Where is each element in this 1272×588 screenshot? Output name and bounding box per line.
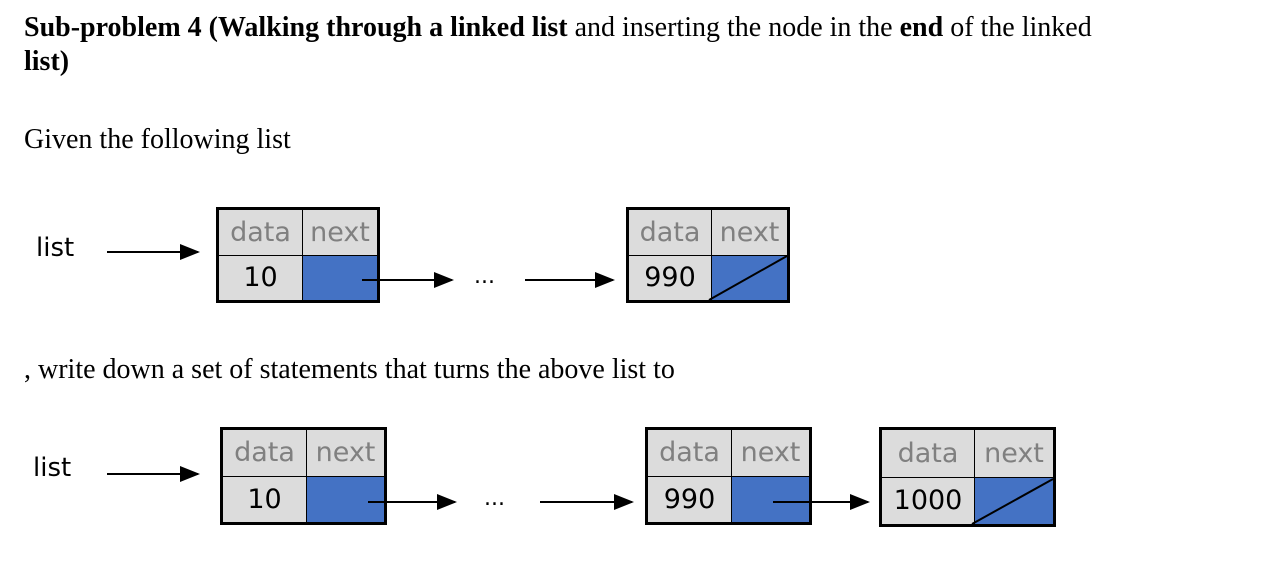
- header-next: next: [732, 430, 809, 476]
- node: data next 10: [220, 427, 387, 525]
- node-value: 1000: [882, 477, 974, 524]
- header-data: data: [223, 430, 306, 476]
- node-value: 990: [648, 476, 731, 522]
- heading: Sub-problem 4 (Walking through a linked …: [24, 12, 1092, 44]
- header-next: next: [975, 430, 1053, 477]
- ellipsis: ...: [484, 486, 505, 511]
- given-text: Given the following list: [24, 124, 291, 155]
- node: data next 990: [645, 427, 812, 525]
- next-pointer: [307, 476, 384, 522]
- node: data next 10: [216, 207, 380, 303]
- node-value: 990: [629, 255, 711, 300]
- header-data: data: [882, 430, 974, 477]
- node-value: 10: [223, 476, 306, 522]
- null-slash: [971, 478, 1054, 525]
- heading-bold: end: [899, 12, 944, 43]
- node: data next 990: [626, 207, 790, 303]
- header-next: next: [303, 210, 377, 255]
- ellipsis: ...: [474, 264, 495, 289]
- header-next: next: [307, 430, 384, 476]
- write-text: , write down a set of statements that tu…: [24, 354, 675, 385]
- header-data: data: [629, 210, 711, 255]
- node-value: 10: [219, 255, 302, 300]
- header-data: data: [219, 210, 302, 255]
- next-pointer: [732, 476, 809, 522]
- node: data next 1000: [879, 427, 1056, 527]
- heading-part: of the linked: [943, 12, 1092, 43]
- null-slash: [708, 255, 788, 301]
- next-pointer: [303, 255, 377, 300]
- list-label: list: [36, 233, 75, 263]
- heading-line2: list): [24, 46, 70, 77]
- heading-part: Sub-problem 4 (: [24, 12, 218, 43]
- heading-part: and inserting the node in the: [567, 12, 900, 43]
- header-next: next: [712, 210, 787, 255]
- list-label: list: [33, 453, 72, 483]
- heading-bold: Walking through a linked list: [217, 12, 568, 43]
- header-data: data: [648, 430, 731, 476]
